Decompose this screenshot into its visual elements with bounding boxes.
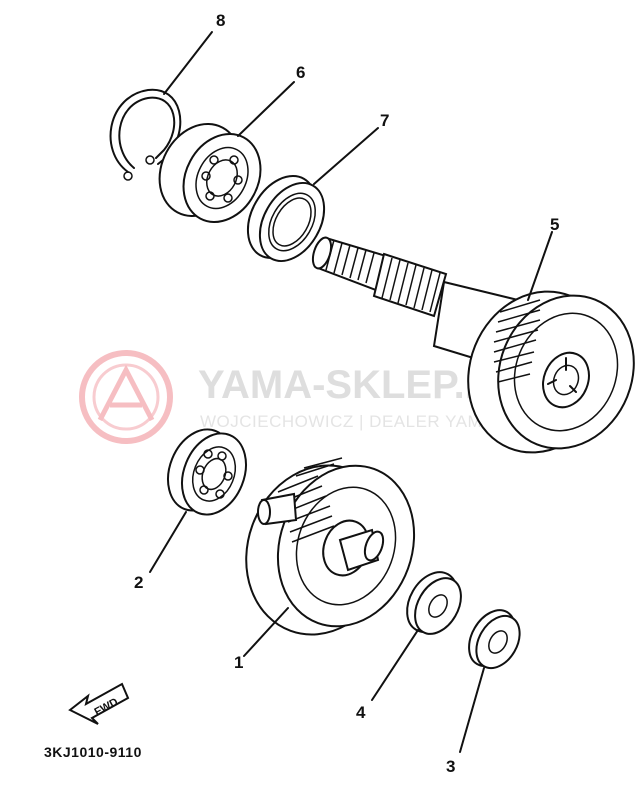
part-number-6: 6	[296, 63, 305, 82]
diagram-code: 3KJ1010-9110	[44, 744, 142, 760]
part-7-oil-seal	[246, 175, 326, 262]
leader-line-3	[459, 667, 485, 753]
leader-line-5	[527, 231, 553, 301]
part-5-shaft-gear	[311, 236, 635, 454]
part-2-bearing	[167, 428, 247, 516]
leader-line-7	[313, 127, 379, 185]
watermark-subtitle: WOJCIECHOWICZ | DEALER YAMAHA	[200, 412, 519, 431]
watermark: YAMA-SKLEP.PL WOJCIECHOWICZ | DEALER YAM…	[79, 350, 519, 444]
part-numbers: 8 6 7 5 2 1 4 3	[134, 11, 559, 776]
fwd-arrow-icon: FWD	[68, 682, 130, 725]
part-number-5: 5	[550, 215, 559, 234]
leader-lines	[149, 31, 553, 753]
watermark-brand: YAMA-SKLEP.PL	[198, 363, 516, 407]
part-6-bearing	[158, 123, 262, 223]
part-8-circlip	[109, 88, 182, 181]
part-number-4: 4	[356, 703, 366, 722]
yamaha-logo-watermark	[79, 350, 173, 444]
part-number-2: 2	[134, 573, 143, 592]
leader-line-8	[163, 31, 213, 95]
leader-line-2	[149, 511, 187, 573]
part-number-7: 7	[380, 111, 389, 130]
part-1-gear	[245, 457, 416, 636]
part-number-3: 3	[446, 757, 455, 776]
part-3-washer	[468, 609, 521, 670]
part-number-8: 8	[216, 11, 225, 30]
part-number-1: 1	[234, 653, 243, 672]
leader-line-6	[237, 81, 295, 137]
leader-line-1	[243, 607, 289, 657]
leader-line-4	[371, 629, 419, 701]
part-4-washer	[406, 571, 462, 635]
